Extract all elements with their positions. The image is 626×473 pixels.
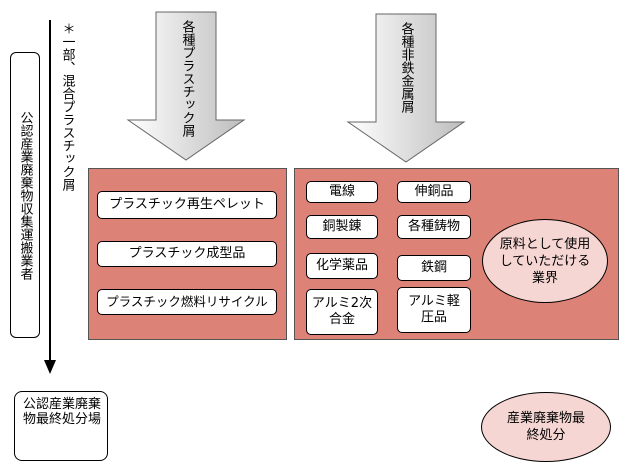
plastic-item-label: プラスチック燃料リサイクル	[106, 294, 268, 309]
plastic-arrow-label-wrap: 各種プラスチック屑	[170, 20, 204, 140]
metal-item: 電線	[306, 181, 378, 203]
metal-item: 鉄鋼	[397, 255, 471, 281]
plastic-arrow	[126, 11, 246, 161]
raw-material-label: 原料として使用していただける業界	[499, 236, 591, 286]
landfill-label: 公認産業廃棄物最終処分場	[23, 397, 102, 427]
metal-item: 化学薬品	[306, 253, 378, 279]
metal-arrow-label: 各種非鉄金属屑	[398, 22, 414, 113]
plastic-arrow-shape	[126, 11, 246, 161]
collector-label: 公認産業廃棄物収集運搬業者	[17, 110, 33, 280]
metal-item: アルミ2次合金	[306, 289, 378, 335]
metal-arrow-label-wrap: 各種非鉄金属屑	[389, 22, 423, 142]
plastic-item: プラスチック再生ペレット	[97, 191, 277, 219]
metal-item: 伸銅品	[397, 181, 471, 203]
metal-products-panel: 電線 伸銅品 銅製錬 各種鋳物 化学薬品 鉄鋼 アルミ2次合金 アルミ軽圧品 原…	[294, 168, 619, 340]
collector-box: 公認産業廃棄物収集運搬業者	[10, 52, 40, 338]
down-arrow	[44, 20, 56, 374]
metal-item-label: 電線	[328, 184, 355, 199]
down-arrow-head	[44, 360, 56, 374]
industrial-waste-ellipse: 産業廃棄物最終処分	[481, 392, 611, 462]
plastic-arrow-label: 各種プラスチック屑	[179, 20, 195, 137]
metal-item-label: 銅製錬	[322, 219, 362, 234]
plastic-item-label: プラスチック再生ペレット	[109, 197, 265, 212]
plastic-products-panel: プラスチック再生ペレット プラスチック成型品 プラスチック燃料リサイクル	[88, 168, 287, 340]
metal-item: アルミ軽圧品	[397, 287, 471, 333]
landfill-box: 公認産業廃棄物最終処分場	[14, 391, 108, 461]
metal-item-label: 各種鋳物	[407, 219, 460, 234]
metal-item: 銅製錬	[306, 215, 378, 239]
metal-item-label: アルミ軽圧品	[408, 294, 460, 325]
metal-item: 各種鋳物	[397, 215, 471, 239]
industrial-waste-label: 産業廃棄物最終処分	[506, 411, 585, 443]
plastic-item-label: プラスチック成型品	[128, 246, 246, 261]
metal-arrow	[346, 13, 466, 163]
metal-arrow-shape	[346, 13, 466, 163]
metal-item-label: 伸銅品	[414, 184, 454, 199]
note-vertical: ＊一部、混合プラスチック屑	[56, 22, 78, 254]
raw-material-ellipse: 原料として使用していただける業界	[482, 219, 608, 303]
plastic-item: プラスチック成型品	[97, 241, 277, 267]
plastic-item: プラスチック燃料リサイクル	[97, 289, 277, 315]
metal-item-label: アルミ2次合金	[311, 296, 373, 327]
note-label: ＊一部、混合プラスチック屑	[59, 22, 75, 191]
metal-item-label: 鉄鋼	[420, 260, 447, 275]
metal-item-label: 化学薬品	[315, 258, 368, 273]
